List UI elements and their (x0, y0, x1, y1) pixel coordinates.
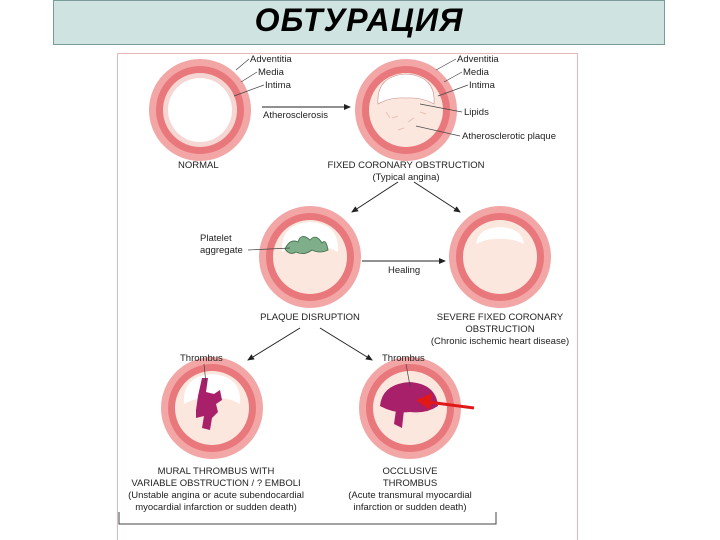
label-occl-1: OCCLUSIVE (383, 466, 438, 477)
vessel-mural-thrombus (161, 357, 263, 459)
label-mural-3: (Unstable angina or acute subendocardial (128, 490, 304, 501)
label-thrombus-left: Thrombus (180, 353, 223, 364)
vessel-normal (149, 59, 251, 161)
label-lipids: Lipids (464, 107, 489, 118)
label-fixed-adventitia: Adventitia (457, 54, 499, 65)
label-normal-media: Media (258, 67, 285, 78)
bottom-bracket (118, 512, 497, 525)
label-occl-4: infarction or sudden death) (353, 502, 466, 513)
label-severe-1: SEVERE FIXED CORONARY (437, 312, 564, 323)
mural-thrombus-shape (196, 378, 222, 430)
label-severe-2: OBSTRUCTION (465, 324, 534, 335)
label-mural-2: VARIABLE OBSTRUCTION / ? EMBOLI (131, 478, 300, 489)
red-pointer-arrow (416, 393, 475, 410)
page-title: ОБТУРАЦИЯ (254, 2, 464, 38)
label-occl-2: THROMBUS (383, 478, 437, 489)
label-occl-3: (Acute transmural myocardial (348, 490, 472, 501)
vessel-plaque-disruption (259, 206, 361, 308)
label-plaque: Atherosclerotic plaque (462, 131, 556, 142)
label-platelet-1: Platelet (200, 233, 232, 244)
label-thrombus-right: Thrombus (382, 353, 425, 364)
labels: Adventitia Media Intima Atherosclerosis … (128, 54, 569, 513)
leader-lines (203, 58, 469, 387)
label-severe-3: (Chronic ischemic heart disease) (431, 336, 569, 347)
label-normal-adventitia: Adventitia (250, 54, 292, 65)
vessel-severe-fixed (449, 206, 551, 308)
vessel-fixed-obstruction (355, 59, 457, 161)
label-fixed-title: FIXED CORONARY OBSTRUCTION (328, 160, 485, 171)
label-platelet-2: aggregate (200, 245, 243, 256)
label-normal-intima: Intima (265, 80, 292, 91)
label-healing: Healing (388, 265, 420, 276)
label-fixed-media: Media (463, 67, 490, 78)
label-normal: NORMAL (178, 160, 219, 171)
label-fixed-sub: (Typical angina) (372, 172, 439, 183)
platelet-aggregate (284, 236, 329, 254)
label-atherosclerosis: Atherosclerosis (263, 110, 328, 121)
vessel-occlusive-thrombus (359, 357, 461, 459)
label-mural-4: myocardial infarction or sudden death) (135, 502, 297, 513)
title-bar: ОБТУРАЦИЯ (53, 0, 665, 45)
flow-arrows (247, 104, 461, 361)
label-fixed-intima: Intima (469, 80, 496, 91)
label-mural-1: MURAL THROMBUS WITH (158, 466, 275, 477)
label-disruption: PLAQUE DISRUPTION (260, 312, 360, 323)
figure-frame (117, 53, 578, 540)
